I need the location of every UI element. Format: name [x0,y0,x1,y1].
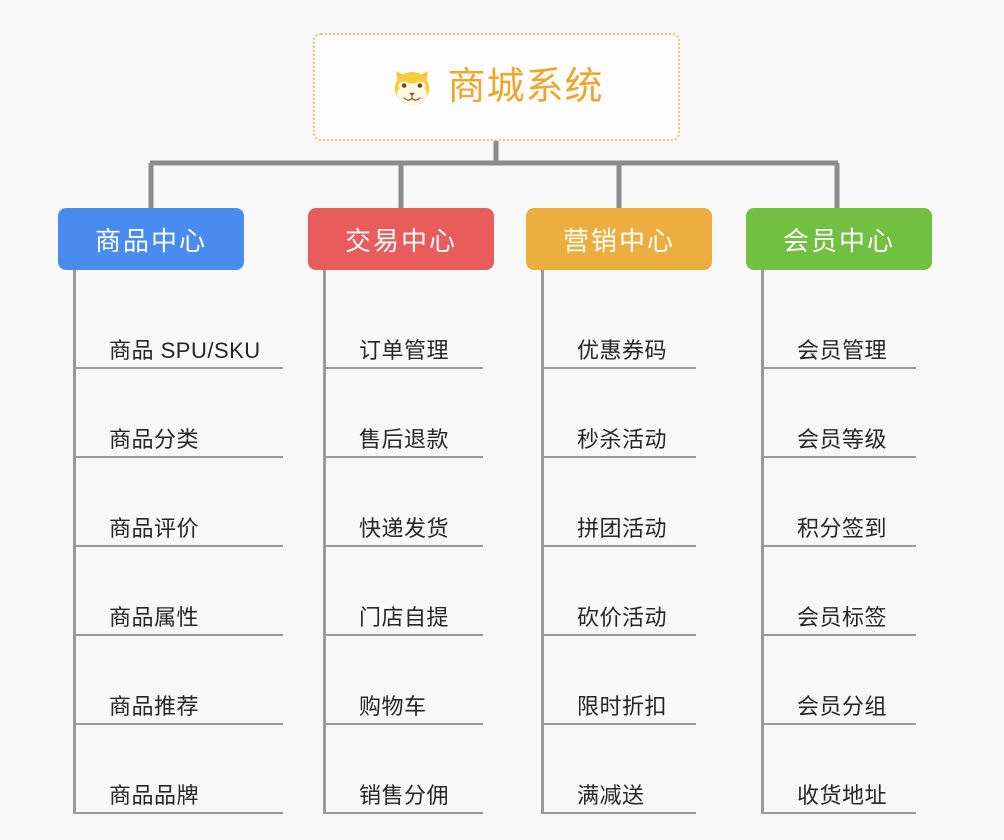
leaf-item[interactable]: 商品分类 [73,369,283,458]
leaf-label: 满减送 [577,783,645,808]
leaf-underline [73,634,283,636]
leaf-underline [323,634,483,636]
branch-header-label-1: 交易中心 [344,225,457,256]
leaf-label: 商品 SPU/SKU [109,338,261,363]
branch-header-1[interactable]: 交易中心 [308,208,494,270]
branch-header-3[interactable]: 会员中心 [746,208,932,270]
leaf-label: 销售分佣 [359,783,450,808]
leaf-list-1: 订单管理 售后退款 快递发货 门店自提 购物车 销售分佣 [323,270,494,814]
leaf-underline [761,634,916,636]
leaf-label: 商品评价 [109,516,200,541]
branch-header-label-3: 会员中心 [782,225,895,256]
leaf-item[interactable]: 砍价活动 [541,547,712,636]
leaf-underline [541,367,696,369]
leaf-item[interactable]: 优惠券码 [541,280,712,369]
leaf-underline [541,723,696,725]
leaf-item[interactable]: 商品品牌 [73,725,283,814]
leaf-item[interactable]: 购物车 [323,636,494,725]
branch-营销中心: 营销中心 优惠券码 秒杀活动 拼团活动 砍价活动 限时折扣 [526,208,712,814]
leaf-item[interactable]: 秒杀活动 [541,369,712,458]
branch-会员中心: 会员中心 会员管理 会员等级 积分签到 会员标签 会员分组 [746,208,932,814]
leaf-underline [323,545,483,547]
leaf-item[interactable]: 限时折扣 [541,636,712,725]
root-node[interactable]: 商城系统 [313,33,680,141]
leaf-item[interactable]: 商品属性 [73,547,283,636]
leaf-list-0: 商品 SPU/SKU 商品分类 商品评价 商品属性 商品推荐 商品品牌 [73,270,283,814]
leaf-underline [541,812,696,814]
shiba-dog-face-icon [395,71,430,107]
leaf-label: 商品推荐 [109,694,200,719]
leaf-label: 商品分类 [109,427,200,452]
leaf-underline [541,456,696,458]
leaf-item[interactable]: 会员管理 [761,280,932,369]
leaf-underline [323,812,483,814]
leaf-label: 秒杀活动 [577,427,668,452]
leaf-item[interactable]: 满减送 [541,725,712,814]
leaf-underline [323,367,483,369]
leaf-underline [761,456,916,458]
leaf-item[interactable]: 会员等级 [761,369,932,458]
leaf-underline [541,545,696,547]
branch-header-label-2: 营销中心 [562,225,675,256]
leaf-underline [323,723,483,725]
leaf-underline [73,723,283,725]
leaf-label: 订单管理 [359,338,450,363]
leaf-label: 会员管理 [797,338,888,363]
leaf-underline [73,456,283,458]
leaf-label: 砍价活动 [577,605,668,630]
leaf-label: 优惠券码 [577,338,668,363]
leaf-label: 商品属性 [109,605,200,630]
leaf-item[interactable]: 销售分佣 [323,725,494,814]
leaf-item[interactable]: 积分签到 [761,458,932,547]
leaf-label: 限时折扣 [577,694,668,719]
leaf-item[interactable]: 售后退款 [323,369,494,458]
leaf-item[interactable]: 快递发货 [323,458,494,547]
leaf-list-3: 会员管理 会员等级 积分签到 会员标签 会员分组 收货地址 [761,270,932,814]
leaf-label: 积分签到 [797,516,888,541]
leaf-item[interactable]: 商品评价 [73,458,283,547]
leaf-item[interactable]: 拼团活动 [541,458,712,547]
branch-商品中心: 商品中心 商品 SPU/SKU 商品分类 商品评价 商品属性 商品推荐 [58,208,283,814]
branch-header-2[interactable]: 营销中心 [526,208,712,270]
leaf-underline [761,545,916,547]
leaf-label: 拼团活动 [577,516,668,541]
leaf-item[interactable]: 收货地址 [761,725,932,814]
root-title: 商城系统 [447,66,604,108]
leaf-item[interactable]: 会员标签 [761,547,932,636]
leaf-label: 快递发货 [359,516,450,541]
leaf-underline [323,456,483,458]
leaf-underline [761,723,916,725]
branch-header-label-0: 商品中心 [94,225,207,256]
leaf-item[interactable]: 订单管理 [323,280,494,369]
leaf-list-2: 优惠券码 秒杀活动 拼团活动 砍价活动 限时折扣 满减送 [541,270,712,814]
leaf-item[interactable]: 门店自提 [323,547,494,636]
leaf-item[interactable]: 会员分组 [761,636,932,725]
leaf-underline [73,545,283,547]
leaf-label: 购物车 [359,694,427,719]
leaf-label: 会员等级 [797,427,888,452]
leaf-underline [761,812,916,814]
leaf-item[interactable]: 商品 SPU/SKU [73,280,283,369]
branch-交易中心: 交易中心 订单管理 售后退款 快递发货 门店自提 购物车 [308,208,494,814]
leaf-label: 商品品牌 [109,783,200,808]
leaf-label: 会员标签 [797,605,888,630]
leaf-underline [761,367,916,369]
leaf-label: 收货地址 [797,783,888,808]
leaf-underline [73,367,283,369]
leaf-label: 会员分组 [797,694,888,719]
leaf-label: 门店自提 [359,605,450,630]
branch-header-0[interactable]: 商品中心 [58,208,244,270]
leaf-underline [541,634,696,636]
leaf-label: 售后退款 [359,427,450,452]
leaf-underline [73,812,283,814]
leaf-item[interactable]: 商品推荐 [73,636,283,725]
